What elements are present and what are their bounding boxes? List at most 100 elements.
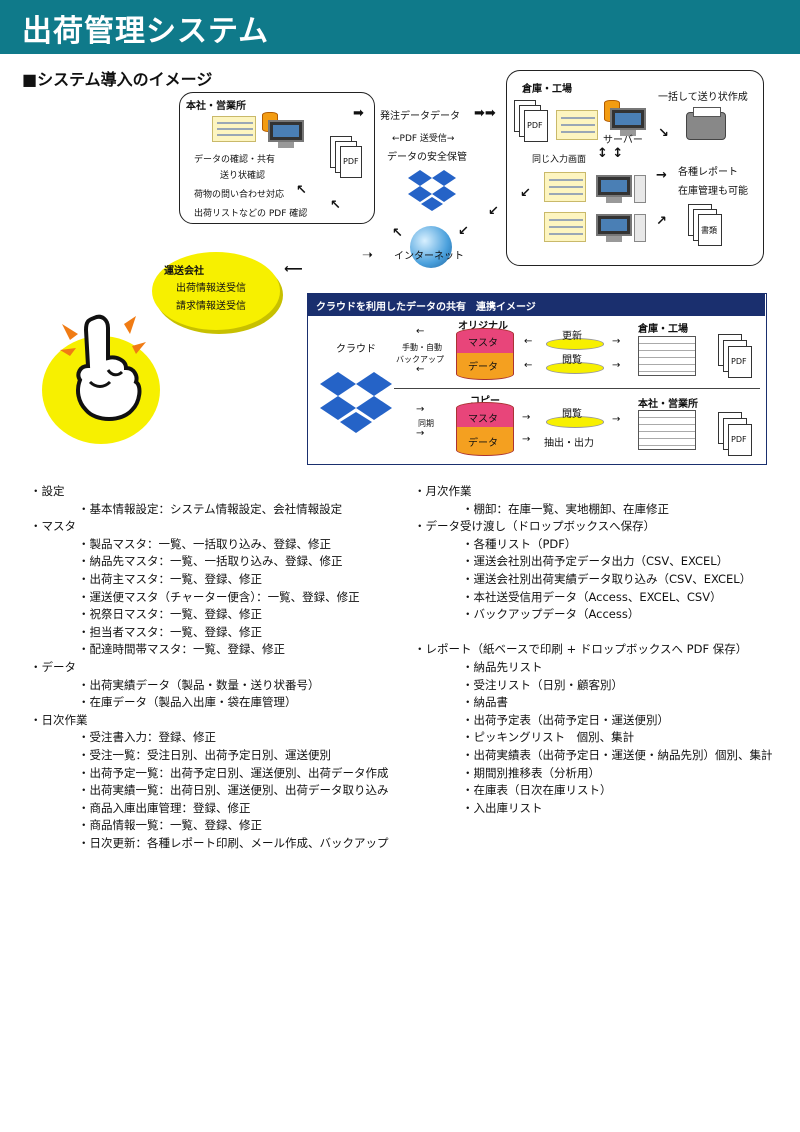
feature-list-right: ・月次作業・棚卸：在庫一覧、実地棚卸、在庫修正・データ受け渡し（ドロップボックス… [414,483,794,817]
arrow-right-icon: ➡ [353,106,364,121]
list-item: ・各種リスト（PDF） [462,536,577,551]
pdf-document-icon: PDF [728,346,752,378]
header-bar: 出荷管理システム [0,0,800,54]
view-disk [546,362,604,374]
cloud-panel-header: クラウドを利用したデータの共有 連携イメージ [308,294,765,316]
list-item: ・納品先リスト [462,659,543,674]
computer-icon [268,120,304,148]
copy-label: コピー [470,392,500,407]
divider [394,388,760,389]
arrow-right-icon: → [656,168,667,183]
list-item: ・担当者マスタ：一覧、登録、修正 [78,624,262,639]
list-item: ・ピッキングリスト 個別、集計 [462,730,635,745]
transport-item: 出荷情報送受信 [176,283,246,294]
arrow-right-icon: → [612,414,621,425]
list-item: ・データ受け渡し（ドロップボックスへ保存） [414,519,656,534]
pdf-document-icon: PDF [340,146,362,178]
pdf-label: PDF [527,121,543,130]
transport-title: 運送会社 [164,266,204,277]
arrow-icon: ↖ [296,183,307,198]
arrow-right-icon: → [416,428,425,439]
spreadsheet-icon [544,212,586,242]
arrow-right-icon: → [416,404,425,415]
hq-item: 出荷リストなどの PDF 確認 [194,209,308,219]
feature-list-left: ・設定・基本情報設定：システム情報設定、会社情報設定・マスタ・製品マスタ：一覧、… [30,483,410,852]
data-label: データ [468,362,498,373]
arrow-left-icon: ← [524,336,533,347]
warehouse-title: 倉庫・工場 [522,84,572,95]
transport-item: 請求情報送受信 [176,301,246,312]
database-cylinder [456,328,514,380]
cloud-label: クラウド [336,344,376,355]
list-item: ・在庫表（日次在庫リスト） [462,783,612,798]
list-item: ・出荷主マスタ：一覧、登録、修正 [78,571,262,586]
batch-label: 一括して送り状作成 [658,92,748,103]
hq-item: 荷物の問い合わせ対応 [194,190,285,200]
list-item: ・受注リスト（日別・顧客別） [462,677,623,692]
computer-icon [596,214,632,242]
list-item: ・マスタ [30,519,76,534]
server-label: サーバー [603,135,643,146]
page-title: 出荷管理システム [22,14,270,49]
spreadsheet-icon [212,116,256,142]
list-item: ・納品先マスタ：一覧、一括取り込み、登録、修正 [78,554,343,569]
master-label: マスタ [468,414,498,425]
hq-title: 本社・営業所 [186,101,246,112]
list-item: ・棚卸：在庫一覧、実地棚卸、在庫修正 [462,501,669,516]
transport-oval [152,252,280,330]
list-item: ・運送会社別出荷実績データ取り込み（CSV、EXCEL） [462,571,752,586]
papers-label: 書類 [701,226,717,235]
arrow-left-icon: ⟵ [284,262,303,277]
internet-label: インターネット [394,251,464,262]
papers-icon: 書類 [698,214,722,246]
database-cylinder [456,402,514,456]
update-label: 更新 [562,331,582,342]
list-item: ・配達時間帯マスタ：一覧、登録、修正 [78,642,285,657]
section-title: ■システム導入のイメージ [22,70,213,89]
pdf-document-icon: PDF [728,424,752,456]
list-item: ・受注書入力：登録、修正 [78,730,216,745]
arrow-right-icon: → [522,434,531,445]
arrow-icon: ↖ [392,226,403,241]
pdf-label: PDF [343,157,359,166]
hq-item: データの確認・共有 [194,155,276,165]
list-item: ・納品書 [462,695,508,710]
list-item: ・本社送受信用データ（Access、EXCEL、CSV） [462,589,722,604]
list-item: ・出荷実績表（出荷予定日・運送便・納品先別）個別、集計 [462,747,773,762]
arrow-left-icon: ← [416,364,425,375]
list-item: ・在庫データ（製品入出庫・袋在庫管理） [78,695,297,710]
arrow-right-icon: → [612,360,621,371]
list-item: ・出荷予定一覧：出荷予定日別、運送便別、出荷データ作成 [78,765,389,780]
arrow-left-icon: ← [416,326,425,337]
pc-tower-icon [634,214,646,242]
dropbox-icon [408,170,456,211]
view-disk [546,416,604,428]
master-label: マスタ [468,338,498,349]
arrow-left-icon: ← [524,360,533,371]
arrow-icon: ↗ [656,214,667,229]
update-disk [546,338,604,350]
safe-storage-label: データの安全保管 [387,152,467,163]
list-item: ・入出庫リスト [462,800,543,815]
list-item: ・日次更新：各種レポート印刷、メール作成、バックアップ [78,835,389,850]
spreadsheet-icon [544,172,586,202]
list-item: ・受注一覧：受注日別、出荷予定日別、運送便別 [78,747,331,762]
arrow-icon: ↘ [658,126,669,141]
list-item: ・レポート（紙ベースで印刷 + ドロップボックスへ PDF 保存） [414,642,748,657]
printer-icon [686,107,726,140]
list-item: ・運送会社別出荷予定データ出力（CSV、EXCEL） [462,554,729,569]
pdf-label: PDF [731,357,747,366]
arrow-icon: ↖ [330,198,341,213]
dropbox-icon [320,372,392,433]
arrow-right-icon: ➡➡ [474,106,496,121]
reports-label: 各種レポート [678,167,738,178]
form-icon [638,336,696,376]
list-item: ・日次作業 [30,712,88,727]
list-item: ・製品マスタ：一覧、一括取り込み、登録、修正 [78,536,331,551]
pdf-send-label: ←PDF 送受信→ [392,134,455,144]
form-icon [638,410,696,450]
pdf-document-icon: PDF [524,110,548,142]
pc-tower-icon [634,175,646,203]
arrow-updown-icon: ↕ ↕ [597,146,624,161]
cloud-sync-panel: クラウドを利用したデータの共有 連携イメージ クラウド ← 手動・自動 バックア… [307,293,767,465]
